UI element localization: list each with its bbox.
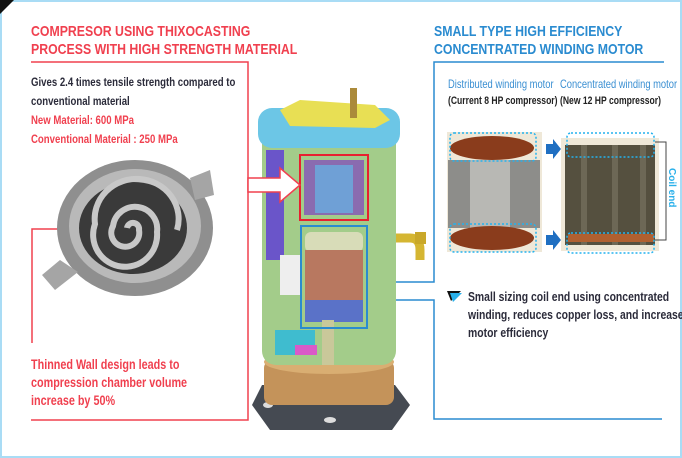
thinned-wall-note: Thinned Wall design leads to compression… — [31, 356, 187, 410]
concentrated-winding-stator-image — [561, 132, 667, 254]
blue-callout-lines — [383, 61, 664, 420]
compressor-cutaway-image — [252, 88, 426, 430]
coil-end-label: Coil end — [666, 168, 677, 208]
distributed-winding-label: Distributed winding motor (Current 8 HP … — [448, 76, 558, 110]
title-line: COMPRESOR USING THIXOCASTING — [31, 23, 251, 40]
note-line: increase by 50% — [31, 393, 116, 408]
desc-line: conventional material — [31, 94, 130, 108]
bullet-icon — [447, 291, 462, 302]
corner-decoration — [0, 0, 14, 14]
desc-line: Gives 2.4 times tensile strength compare… — [31, 75, 236, 89]
note-line: compression chamber volume — [31, 375, 188, 390]
motor-sublabel: (Current 8 HP compressor) — [448, 95, 558, 107]
bullet-line: Small sizing coil end using concentrated — [468, 289, 670, 304]
title-line: PROCESS WITH HIGH STRENGTH MATERIAL — [31, 41, 298, 58]
conventional-material-strength: Conventional Material : 250 MPa — [31, 132, 178, 146]
motor-label: Concentrated winding motor — [560, 77, 678, 91]
note-line: Thinned Wall design leads to — [31, 357, 180, 372]
arrow-top-icon — [546, 139, 561, 159]
motor-sublabel: (New 12 HP compressor) — [560, 95, 661, 107]
scroll-part-image — [42, 160, 214, 296]
new-material-strength: New Material: 600 MPa — [31, 113, 134, 127]
title-line: CONCENTRATED WINDING MOTOR — [434, 41, 644, 58]
distributed-winding-stator-image — [447, 132, 542, 253]
bullet-line: motor efficiency — [468, 325, 549, 340]
thixocasting-description: Gives 2.4 times tensile strength compare… — [31, 73, 235, 149]
motor-title: SMALL TYPE HIGH EFFICIENCY CONCENTRATED … — [434, 23, 643, 59]
concentrated-winding-label: Concentrated winding motor (New 12 HP co… — [560, 76, 677, 110]
bullet-line: winding, reduces copper loss, and increa… — [468, 307, 682, 322]
arrow-bottom-icon — [546, 230, 561, 250]
thixocasting-pointer-arrow — [247, 166, 302, 204]
title-line: SMALL TYPE HIGH EFFICIENCY — [434, 23, 623, 40]
motor-bullet-text: Small sizing coil end using concentrated… — [468, 288, 682, 342]
thixocasting-title: COMPRESOR USING THIXOCASTING PROCESS WIT… — [31, 23, 297, 59]
motor-label: Distributed winding motor — [448, 77, 554, 91]
